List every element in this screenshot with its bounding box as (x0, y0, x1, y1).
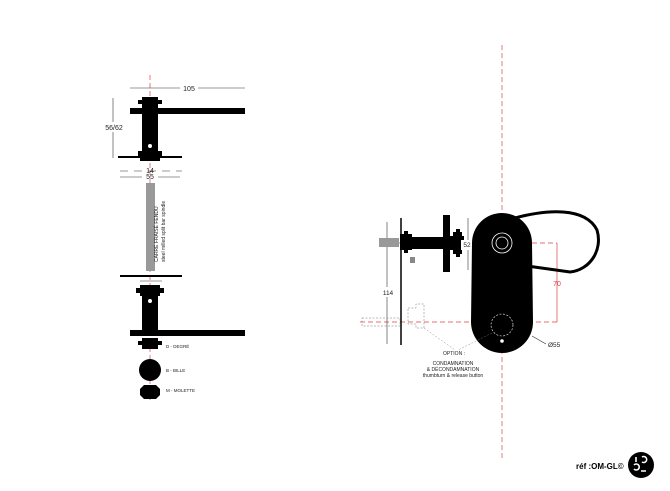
reference-label: réf :OM-GL© (576, 462, 624, 471)
top-lever (130, 108, 245, 114)
rosette-dimension: 55 (146, 174, 154, 181)
bottom-rosette (136, 285, 164, 296)
option-line-3: thumbturn & release button (423, 373, 484, 379)
escutcheon (471, 213, 533, 353)
option-thumbturn (361, 303, 425, 329)
bille-knob (139, 359, 161, 381)
center-distance-dimension: 70 (553, 281, 561, 288)
height-dimension: 114 (383, 290, 394, 297)
bottom-neck (142, 296, 158, 330)
bottom-plate (120, 275, 182, 277)
diameter-dimension: Ø55 (548, 342, 561, 349)
spindle (146, 183, 155, 271)
spindle-label-fr: CARRÉ FRAISÉ FENDU (153, 206, 160, 262)
option-title: OPTION : (443, 351, 465, 357)
option-line-1: CONDAMNATION (433, 361, 474, 367)
height-dimension: 56/62 (105, 125, 123, 132)
left-view: 105 56/62 14 55 CARRÉ FRAISÉ FENDU steel… (103, 75, 245, 400)
rosette-dimension: 52 (463, 242, 471, 249)
square-dimension: 14 (146, 168, 154, 175)
thumbturn-loop (514, 210, 600, 274)
right-view: 70 114 52 Ø55 OPTION : CONDAMNATION & DÉ… (360, 45, 600, 460)
spindle-label-en: steel milled split bar spindle (161, 201, 167, 262)
molette-knob (140, 385, 160, 399)
brand-logo (628, 452, 654, 478)
keyhole (490, 313, 514, 337)
rosette-plate (443, 215, 450, 272)
variant-degre: D - DEGRÉ (166, 343, 189, 349)
degre-knob (138, 338, 162, 349)
option-line-2: & DÉCONDAMNATION (427, 366, 480, 373)
top-plate (118, 156, 182, 158)
top-neck (142, 114, 158, 152)
handle-neck (411, 237, 445, 249)
variant-bille: B - BILLE (166, 368, 185, 373)
spindle-end (379, 238, 399, 247)
top-rosette (138, 97, 162, 108)
variant-molette: M - MOLETTE (166, 388, 195, 393)
width-dimension: 105 (183, 86, 195, 93)
bottom-lever (130, 330, 245, 336)
